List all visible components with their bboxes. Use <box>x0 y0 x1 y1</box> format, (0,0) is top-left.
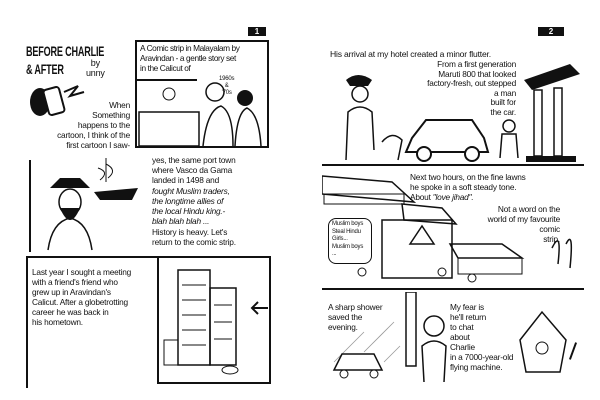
panel-building <box>157 256 271 384</box>
smartphone-icon <box>30 85 85 116</box>
page-number: 2 <box>538 27 564 36</box>
comic-title-line1: BEFORE CHARLIE <box>26 43 105 59</box>
byline: by unny <box>86 58 105 78</box>
history-text: yes, the same port town where Vasco da G… <box>152 155 236 185</box>
shower-text: A sharp shower saved the evening. <box>328 302 383 332</box>
comic-title-line2: & AFTER <box>26 61 64 77</box>
page-2: 2 His arrival at my hotel created a mino… <box>310 12 592 388</box>
shop-scene-drawing <box>137 79 262 146</box>
page-1: 1 BEFORE CHARLIE & AFTER by unny When So… <box>14 12 296 388</box>
panel-meeting-border <box>26 256 158 388</box>
page-number: 1 <box>248 27 266 36</box>
speech-bubble-text: Muslim boys Steal Hindu Girls... Muslim … <box>332 221 364 257</box>
fear-text: My fear is he'll return to chat about Ch… <box>450 302 514 372</box>
rain-car-drawing <box>332 292 567 383</box>
meeting-text: Last year I sought a meeting with a frie… <box>32 267 132 327</box>
lawn-italic-text: "love jihad". <box>432 192 474 202</box>
divider <box>322 164 584 166</box>
intro-text: When Something happens to the cartoon, I… <box>57 100 130 150</box>
speech-bubble <box>328 218 372 264</box>
history-italic-text: fought Muslim traders, the longtime alli… <box>152 186 230 226</box>
lawn-end-text: Not a word on the world of my favourite … <box>487 204 561 244</box>
hotel-lawn-drawing <box>322 175 573 283</box>
lawn-text: Next two hours, on the fine lawns he spo… <box>410 172 526 202</box>
hotel-arrival-drawing <box>345 64 580 162</box>
vasco-da-gama-drawing <box>29 158 138 252</box>
divider <box>322 288 584 290</box>
lawn-text-block: Next two hours, on the fine lawns he spo… <box>410 172 560 202</box>
panel-aravindan-strip <box>135 40 269 148</box>
panel1-caption: A Comic strip in Malayalam by Aravindan … <box>140 43 240 73</box>
panel1-years: 1960s & '70s <box>219 76 235 96</box>
history-end-text: History is heavy. Let's return to the co… <box>152 227 236 247</box>
building-drawing <box>163 269 268 375</box>
arrival-text: His arrival at my hotel created a minor … <box>330 49 491 59</box>
car-text: From a first generation Maruti 800 that … <box>427 59 516 117</box>
